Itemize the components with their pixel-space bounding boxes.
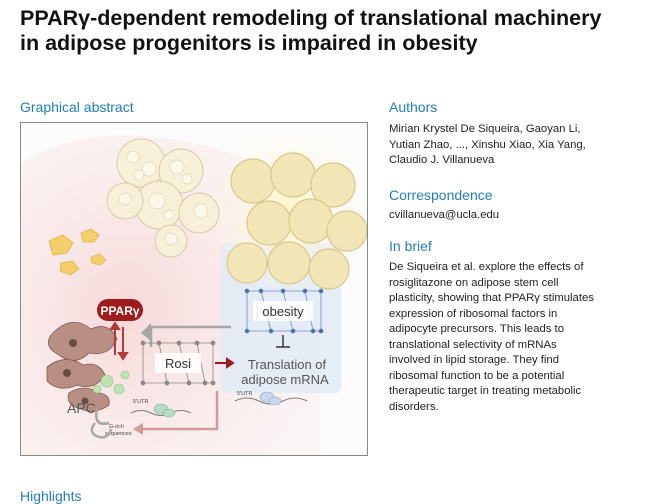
obesity-label-box (253, 301, 313, 321)
ppar-arrows (109, 321, 129, 361)
in-brief-heading: In brief (389, 238, 432, 254)
in-brief-line: De Siqueira et al. explore the effects o… (389, 261, 584, 273)
in-brief-line: plasticity, showing that PPARγ stimulate… (389, 292, 594, 304)
ppar-badge-label: PPARγ (100, 304, 139, 318)
g-rich-label-line1: G-rich (109, 424, 124, 430)
in-brief-line: therapeutic target in treating metabolic (389, 385, 582, 397)
authors-heading: Authors (389, 99, 438, 115)
graphical-abstract-figure: PPARγ obesit (20, 122, 368, 456)
ribosome-left (153, 403, 176, 418)
highlights-heading: Highlights (20, 488, 82, 504)
authors-line: Mirian Krystel De Siqueira, Gaoyan Li, (389, 123, 581, 135)
in-brief-line: rosiglitazone on adipose stem cell (389, 276, 559, 289)
in-brief-line: expression of ribosomal factors in (389, 307, 558, 320)
rosi-arrow (215, 357, 235, 369)
article-title: PPARγ-dependent remodeling of translatio… (20, 6, 602, 55)
utr-left-label: 5'UTR (133, 399, 148, 405)
return-arrows (141, 391, 219, 431)
obesity-network (244, 288, 324, 334)
mrna-left (130, 409, 192, 417)
in-brief-text: De Siqueira et al. explore the effects o… (389, 260, 659, 415)
green-droplets (92, 370, 130, 395)
correspondence-heading: Correspondence (389, 187, 493, 203)
obesity-label: obesity (262, 304, 304, 319)
apc-label: APC (67, 400, 96, 416)
large-adipocytes (226, 152, 367, 290)
translation-label-line2: adipose mRNA (241, 372, 329, 387)
rosi-label: Rosi (165, 356, 191, 371)
inhibition-symbol (276, 335, 290, 348)
ppar-badge (97, 299, 143, 321)
authors-line: Yutian Zhao, ..., Xinshu Xiao, Xia Yang, (389, 138, 586, 151)
utr-right-label: 5'UTR (237, 391, 252, 397)
translation-label-line1: Translation of (248, 357, 327, 372)
rosi-label-box (155, 353, 201, 373)
lipid-chunks (48, 228, 107, 276)
ribosome-right (259, 391, 282, 406)
in-brief-line: disorders. (389, 400, 439, 413)
in-brief-line: adipocyte precursors. This leads to (389, 323, 564, 335)
graphical-abstract-heading: Graphical abstract (20, 99, 134, 115)
correspondence-email[interactable]: cvillanueva@ucla.edu (389, 209, 500, 221)
in-brief-line: translational selectivity of mRNAs (389, 338, 557, 351)
authors-list: Mirian Krystel De Siqueira, Gaoyan Li, Y… (389, 122, 654, 169)
progenitor-cells (46, 321, 118, 412)
in-brief-line: involved in lipid storage. They find (389, 354, 559, 366)
in-brief-line: ribosomal function to be a potential (389, 369, 565, 382)
authors-line: Claudio J. Villanueva (389, 154, 495, 166)
g-rich-label-line2: sequences (105, 431, 132, 437)
